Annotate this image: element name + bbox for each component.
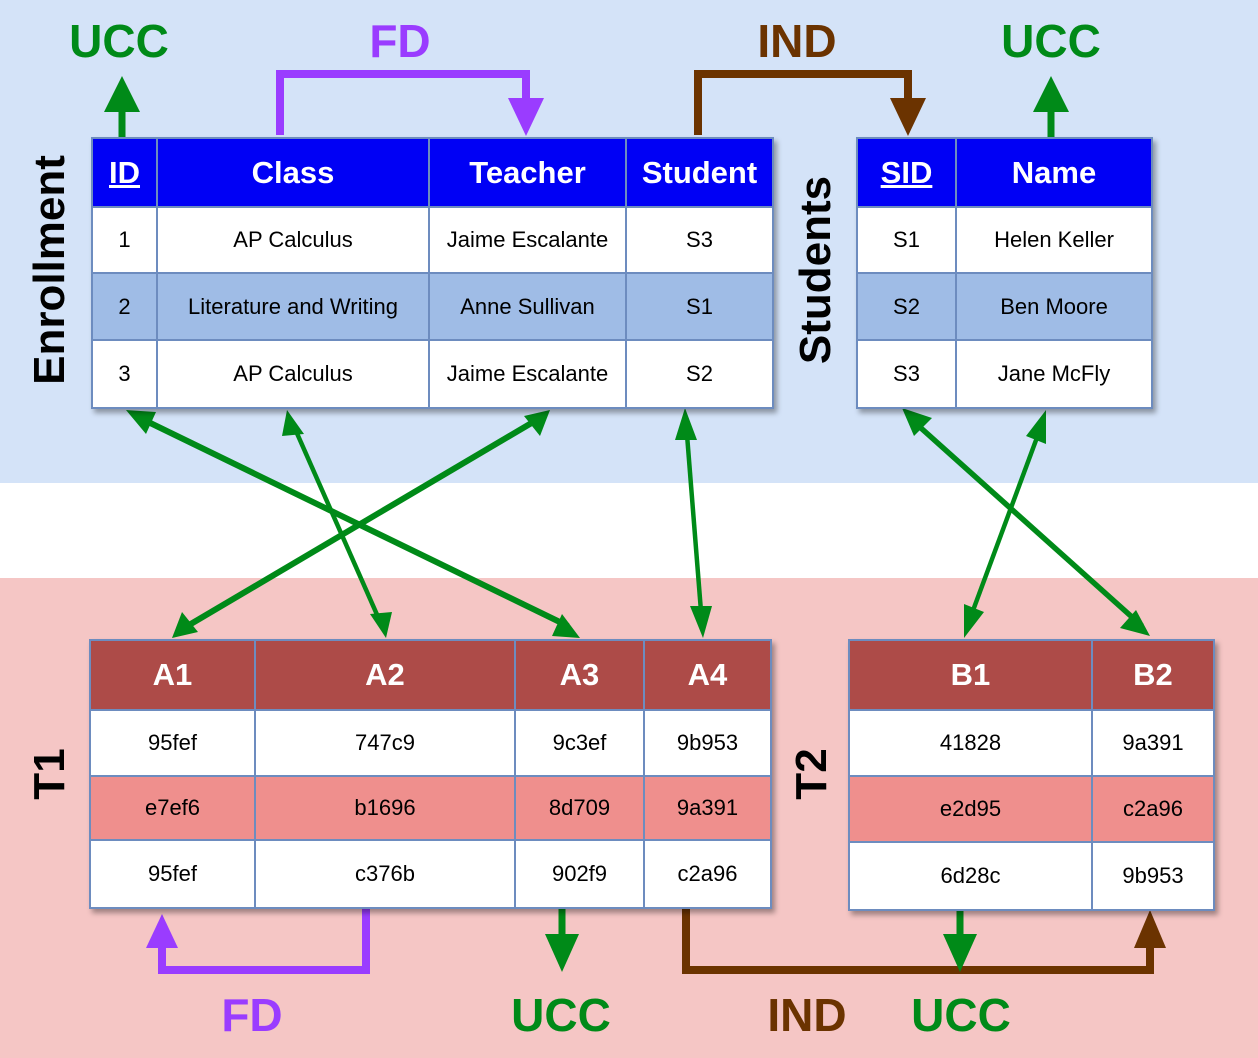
label-fd-bottom: FD (221, 989, 283, 1041)
table-cell: 9b953 (1091, 841, 1215, 911)
table-row: 41828 9a391 (848, 709, 1215, 777)
enrollment-header-id: ID (91, 137, 158, 208)
enrollment-table: ID Class Teacher Student 1 AP Calculus J… (91, 137, 774, 409)
table-cell: 95fef (89, 709, 256, 777)
mapping-name-b1 (964, 410, 1046, 638)
t1-title: T1 (25, 748, 74, 800)
label-ind-bottom: IND (767, 989, 847, 1041)
table-row: 6d28c 9b953 (848, 841, 1215, 911)
label-ucc-top-right: UCC (1001, 15, 1101, 67)
table-cell: S2 (625, 339, 774, 409)
ucc-arrow-a3 (545, 908, 579, 972)
table-cell: Helen Keller (955, 206, 1153, 274)
table-cell: e7ef6 (89, 775, 256, 841)
table-row: S1 Helen Keller (856, 206, 1153, 274)
t2-header-row: B1 B2 (848, 639, 1215, 711)
table-cell: 6d28c (848, 841, 1093, 911)
header-label: SID (880, 154, 933, 190)
table-cell: 747c9 (254, 709, 516, 777)
t1-header-a4: A4 (643, 639, 772, 711)
mapping-student-a4 (675, 408, 712, 638)
students-header-sid: SID (856, 137, 957, 208)
ucc-arrow-name (1033, 76, 1069, 137)
enrollment-header-student: Student (625, 137, 774, 208)
t1-header-a3: A3 (514, 639, 645, 711)
table-cell: S3 (625, 206, 774, 274)
t2-table: B1 B2 41828 9a391 e2d95 c2a96 6d28c 9b95… (848, 639, 1215, 911)
table-row: S3 Jane McFly (856, 339, 1153, 409)
enrollment-header-row: ID Class Teacher Student (91, 137, 774, 208)
table-cell: 2 (91, 272, 158, 341)
table-cell: S1 (625, 272, 774, 341)
table-cell: Jaime Escalante (428, 339, 627, 409)
table-cell: 902f9 (514, 839, 645, 909)
label-ucc-bottom-right: UCC (911, 989, 1011, 1041)
t2-title: T2 (787, 748, 836, 800)
mapping-class-a2 (282, 410, 392, 638)
table-row: 1 AP Calculus Jaime Escalante S3 (91, 206, 774, 274)
table-row: 2 Literature and Writing Anne Sullivan S… (91, 272, 774, 341)
ind-arrow-a4-b2 (682, 908, 1166, 974)
table-cell: c2a96 (643, 839, 772, 909)
table-cell: c2a96 (1091, 775, 1215, 843)
table-cell: S2 (856, 272, 957, 341)
fd-arrow-a2-a1 (146, 908, 370, 974)
label-ucc-bottom-left: UCC (511, 989, 611, 1041)
t2-header-b1: B1 (848, 639, 1093, 711)
mapping-id-a3 (126, 410, 580, 638)
ucc-arrow-id (104, 76, 140, 137)
table-cell: Literature and Writing (156, 272, 430, 341)
table-row: e7ef6 b1696 8d709 9a391 (89, 775, 772, 841)
table-cell: 3 (91, 339, 158, 409)
table-row: 3 AP Calculus Jaime Escalante S2 (91, 339, 774, 409)
enrollment-header-teacher: Teacher (428, 137, 627, 208)
label-ucc-top-left: UCC (69, 15, 169, 67)
t1-header-row: A1 A2 A3 A4 (89, 639, 772, 711)
table-cell: 9c3ef (514, 709, 645, 777)
table-cell: S1 (856, 206, 957, 274)
t1-table: A1 A2 A3 A4 95fef 747c9 9c3ef 9b953 e7ef… (89, 639, 772, 909)
table-cell: c376b (254, 839, 516, 909)
label-ind-top: IND (757, 15, 837, 67)
table-cell: Ben Moore (955, 272, 1153, 341)
table-row: e2d95 c2a96 (848, 775, 1215, 843)
mapping-sid-b2 (902, 408, 1150, 636)
students-title: Students (791, 175, 840, 365)
students-table: SID Name S1 Helen Keller S2 Ben Moore S3… (856, 137, 1153, 409)
ind-arrow-student-sid (694, 70, 926, 136)
header-label: ID (109, 154, 140, 190)
table-row: 95fef 747c9 9c3ef 9b953 (89, 709, 772, 777)
mapping-teacher-a1 (172, 410, 550, 638)
students-header-row: SID Name (856, 137, 1153, 208)
table-cell: 95fef (89, 839, 256, 909)
enrollment-header-class: Class (156, 137, 430, 208)
table-cell: 1 (91, 206, 158, 274)
table-cell: 9a391 (643, 775, 772, 841)
fd-arrow-class-teacher (276, 70, 544, 136)
enrollment-title: Enrollment (25, 155, 74, 385)
table-row: S2 Ben Moore (856, 272, 1153, 341)
table-cell: 9b953 (643, 709, 772, 777)
label-fd-top: FD (369, 15, 431, 67)
table-cell: S3 (856, 339, 957, 409)
table-row: 95fef c376b 902f9 c2a96 (89, 839, 772, 909)
table-cell: b1696 (254, 775, 516, 841)
table-cell: 8d709 (514, 775, 645, 841)
table-cell: 41828 (848, 709, 1093, 777)
ucc-arrow-b1 (943, 908, 977, 972)
t1-header-a2: A2 (254, 639, 516, 711)
table-cell: e2d95 (848, 775, 1093, 843)
t1-header-a1: A1 (89, 639, 256, 711)
table-cell: Jaime Escalante (428, 206, 627, 274)
t2-header-b2: B2 (1091, 639, 1215, 711)
table-cell: AP Calculus (156, 339, 430, 409)
table-cell: Jane McFly (955, 339, 1153, 409)
students-header-name: Name (955, 137, 1153, 208)
table-cell: 9a391 (1091, 709, 1215, 777)
table-cell: Anne Sullivan (428, 272, 627, 341)
table-cell: AP Calculus (156, 206, 430, 274)
